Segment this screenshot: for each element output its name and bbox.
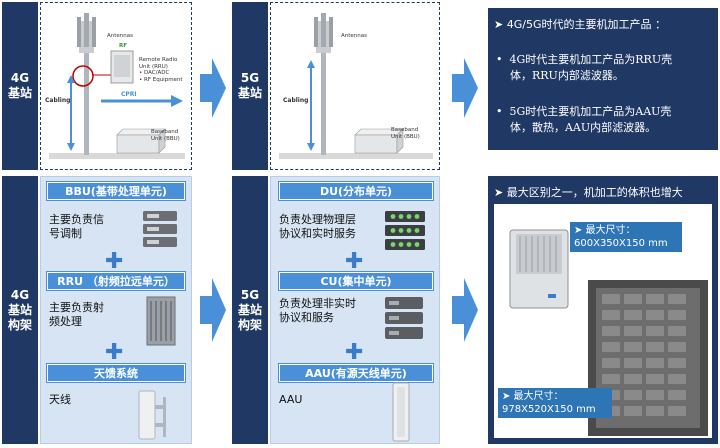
plus-icon: ✚ — [105, 249, 124, 274]
arrow-right-row2-right — [452, 278, 478, 342]
panel-4g-architecture: BBU(基带处理单元) 主要负责信 号调制 ✚ RRU （射频拉远单元） 主要负… — [40, 176, 192, 444]
panel-size-comparison: ➤ 最大区别之一，机加工的体积也增大 ➤ 最大尺寸： 600X350X150 m… — [488, 176, 718, 444]
plus-icon: ✚ — [105, 340, 124, 365]
desc-aau: AAU — [279, 393, 303, 406]
arrow-right-row1-right — [452, 58, 478, 118]
desc-cu: 负责处理非实时 协议和服务 — [279, 297, 356, 324]
label-4g-architecture: 4G 基站 构架 — [2, 176, 38, 444]
header-bbu: BBU(基带处理单元) — [47, 182, 185, 200]
panel-antenna-icon — [138, 390, 166, 440]
arrow-right-row2-left — [200, 278, 226, 342]
arrow-right-row1-left — [200, 58, 226, 118]
plus-icon: ✚ — [345, 249, 364, 274]
label-antennas-5g: Antennas — [341, 33, 367, 39]
label-rf: RF — [119, 43, 127, 49]
header-cu: CU(集中单元) — [279, 272, 433, 290]
label-5g-station: 5G 基站 — [232, 2, 268, 170]
size-comparison-title: ➤ 最大区别之一，机加工的体积也增大 — [494, 186, 683, 199]
panel-5g-architecture: DU(分布单元) 负责处理物理层 协议和实时服务 ✚ CU(集中单元) 负责处理… — [270, 176, 440, 444]
panel-main-products: ➤ 4G/5G时代的主要机加工产品 ： • 4G时代主要机加工产品为RRU壳 体… — [488, 8, 718, 150]
bullet-4g-products: • 4G时代主要机加工产品为RRU壳 体，RRU内部滤波器。 — [496, 53, 673, 82]
label-bbu-4g: Baseband Unit (BBU) — [151, 129, 180, 142]
header-antenna-system: 天馈系统 — [47, 364, 185, 382]
label-bbu-5g: Baseband Unit (BBU) — [391, 127, 420, 140]
aau-antenna-icon — [392, 382, 410, 442]
bullet-5g-products: • 5G时代主要机加工产品为AAU壳 体，散热，AAU内部滤波器。 — [496, 105, 672, 134]
desc-bbu: 主要负责信 号调制 — [49, 213, 104, 240]
label-cpri: CPRI — [121, 91, 137, 98]
header-du: DU(分布单元) — [279, 182, 433, 200]
server-icon — [143, 211, 177, 247]
label-4g-station: 4G 基站 — [2, 2, 38, 170]
tower-4g-graphic — [49, 13, 185, 159]
diagram-4g-station: Antennas RF Remote Radio Unit (RRU) • DA… — [40, 2, 192, 170]
label-rru: Remote Radio Unit (RRU) • DAC/ADC • RF E… — [139, 57, 183, 83]
du-rack-icon — [385, 211, 425, 250]
callout-max-size-978: ➤ 最大尺寸： 978X520X150 mm — [498, 388, 612, 418]
callout-max-size-600: ➤ 最大尺寸： 600X350X150 mm — [570, 222, 682, 252]
header-rru: RRU （射频拉远单元） — [47, 272, 185, 290]
header-aau: AAU(有源天线单元) — [279, 364, 433, 382]
rru-unit-icon — [146, 296, 176, 346]
label-cabling-5g: Cabling — [283, 97, 309, 104]
main-products-title: ➤ 4G/5G时代的主要机加工产品 ： — [494, 18, 666, 31]
aau-housing-photo — [588, 280, 708, 436]
label-cabling-4g: Cabling — [45, 97, 71, 104]
label-5g-architecture: 5G 基站 构架 — [232, 176, 268, 444]
label-antennas-4g: Antennas — [107, 33, 133, 39]
rru-housing-photo — [509, 229, 569, 309]
plus-icon: ✚ — [345, 340, 364, 365]
diagram-5g-station: Antennas Cabling Baseband Unit (BBU) — [270, 2, 440, 170]
desc-rru: 主要负责射 频处理 — [49, 301, 104, 328]
cu-server-icon — [385, 297, 423, 339]
tower-5g-graphic — [279, 13, 433, 159]
desc-du: 负责处理物理层 协议和实时服务 — [279, 213, 356, 240]
desc-antenna: 天线 — [49, 393, 71, 406]
